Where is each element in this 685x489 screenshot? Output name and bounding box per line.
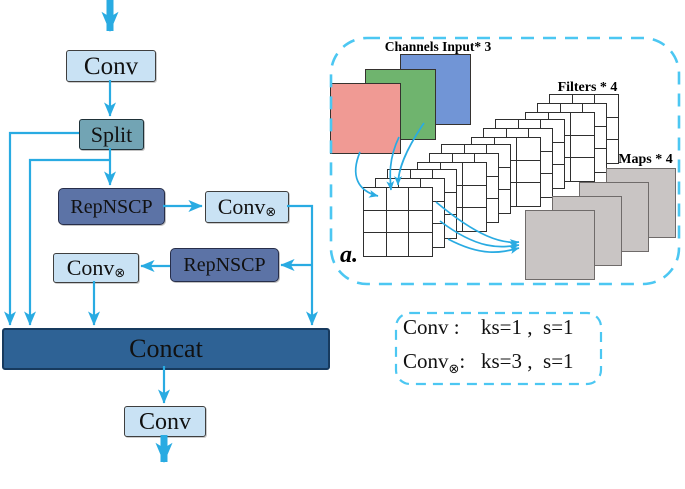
legend-colon: :	[448, 314, 460, 339]
legend-params: ks=3 , s=1	[481, 348, 574, 373]
legend-name: Conv	[403, 314, 449, 339]
legend-name: Conv	[403, 348, 449, 373]
node-label: Conv	[217, 194, 266, 219]
legend-box: Conv : ks=1 , s=1 Conv⊗: ks=3 , s=1	[396, 313, 601, 384]
legend-head: Conv⊗:	[403, 348, 481, 377]
node-repnscp-2: RepNSCP	[170, 248, 279, 282]
filter-cell	[409, 188, 432, 211]
filter-cell	[409, 211, 432, 234]
filter-cell	[387, 233, 410, 256]
legend-head: Conv :	[403, 315, 481, 340]
legend-row: Conv : ks=1 , s=1	[403, 315, 601, 349]
node-label: RepNSCP	[183, 254, 266, 276]
feature-map	[525, 210, 595, 280]
filter-cell	[409, 233, 432, 256]
node-conv-output: Conv	[124, 406, 206, 437]
filter-cell	[517, 138, 540, 161]
node-conv-input: Conv	[66, 50, 156, 82]
filter-cell	[386, 188, 410, 211]
filter-cell	[364, 188, 387, 211]
filter-cell	[463, 208, 486, 231]
channel-square	[330, 83, 401, 154]
filter-grid	[363, 187, 433, 257]
filter-cell	[386, 210, 410, 234]
node-split: Split	[79, 119, 144, 150]
filter-cell	[364, 233, 387, 256]
legend-colon: :	[459, 348, 466, 373]
node-label: Split	[90, 121, 133, 147]
filter-cell	[571, 113, 594, 136]
node-label: Concat	[129, 334, 203, 363]
filter-cell	[571, 158, 594, 181]
node-concat: Concat	[2, 328, 330, 370]
filter-cell	[517, 183, 540, 206]
legend-row: Conv⊗: ks=3 , s=1	[403, 349, 601, 383]
legend-sub: ⊗	[448, 361, 460, 377]
filter-cell	[364, 210, 387, 234]
filter-cell	[463, 186, 486, 209]
otimes-subscript: ⊗	[265, 204, 277, 220]
filter-cell	[463, 163, 486, 186]
node-label: Conv	[83, 52, 139, 80]
legend-params: ks=1 , s=1	[481, 314, 574, 339]
otimes-subscript: ⊗	[114, 265, 126, 281]
filter-cell	[517, 161, 540, 184]
node-label: Conv	[138, 408, 191, 435]
filter-cell	[571, 136, 594, 159]
